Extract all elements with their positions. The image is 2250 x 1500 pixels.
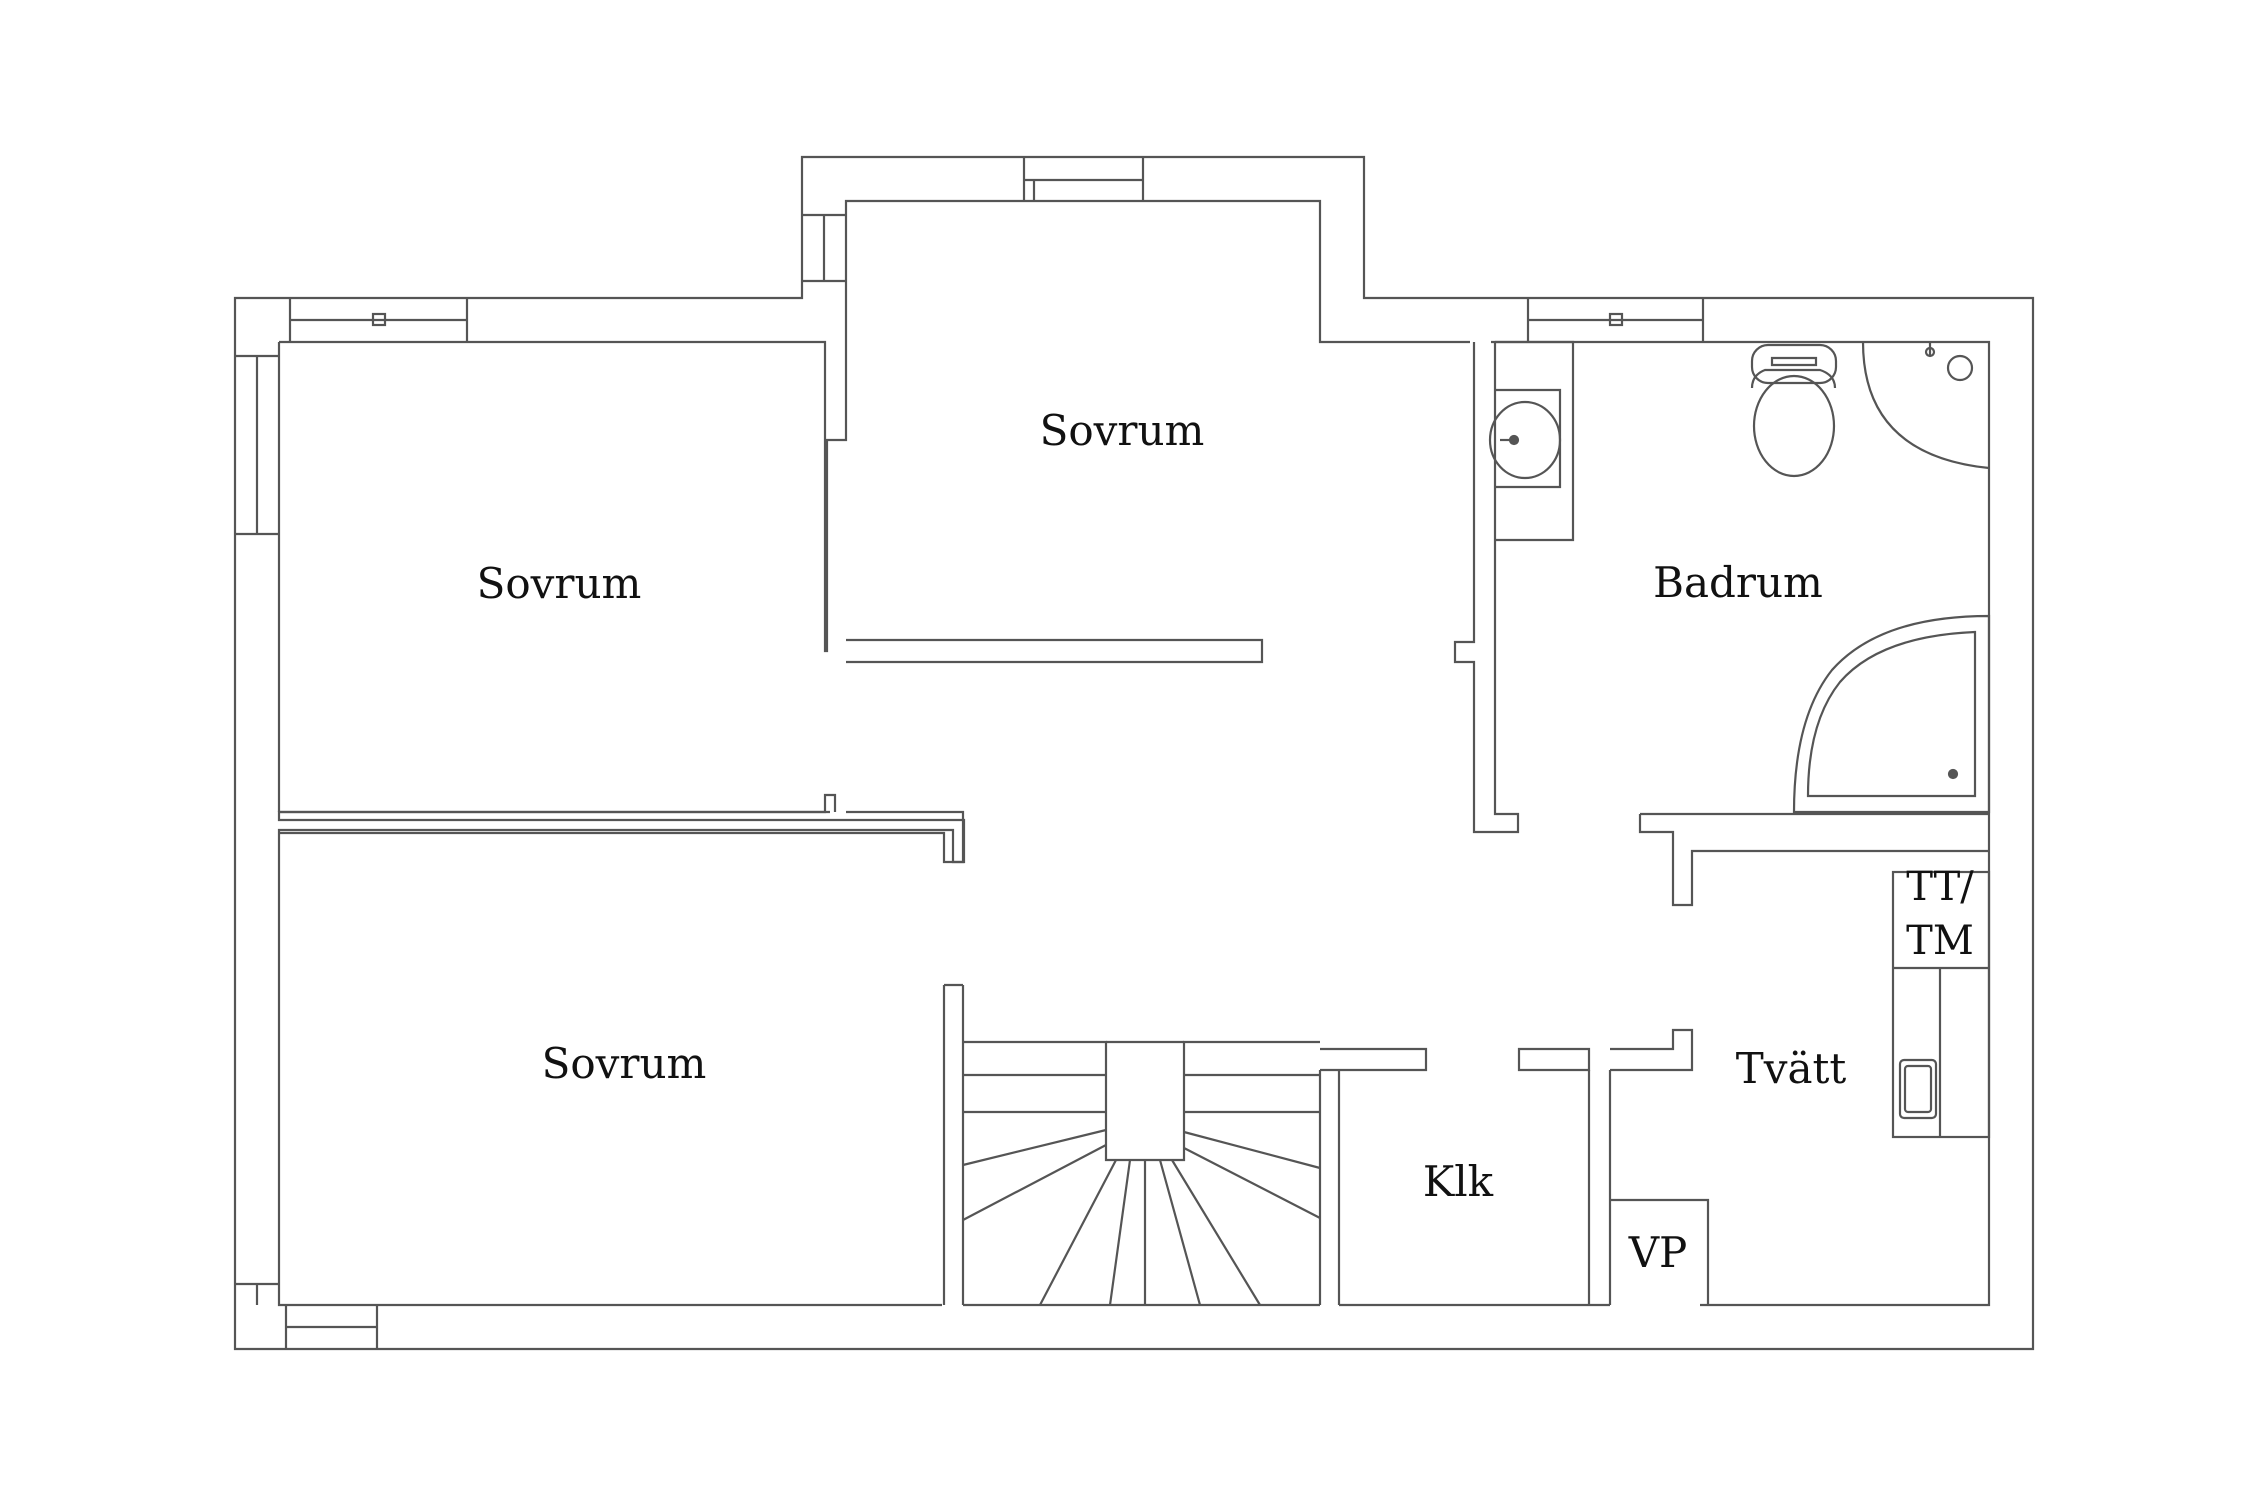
wall-center-partition [1453, 342, 1520, 834]
window-top-right [1526, 298, 1705, 342]
wall-klk-left [1318, 1068, 1341, 1305]
room-label-vp: VP [1628, 1228, 1688, 1277]
appliance-label-tm: TM [1906, 918, 1974, 964]
exterior-wall-inner-right [1491, 340, 1991, 1307]
window-bottom-left [284, 1305, 379, 1349]
staircase [962, 1040, 1321, 1306]
wall-bath-bottom [1638, 812, 1989, 907]
window-left-top [235, 354, 279, 536]
wall-vp-box [1610, 1198, 1710, 1305]
room-label-sovrum-left: Sovrum [477, 559, 642, 608]
window-top-center [1022, 157, 1145, 201]
exterior-wall-outer [233, 155, 2035, 1351]
room-label-sovrum-bottom: Sovrum [542, 1039, 707, 1088]
bathtub-icon [1792, 614, 1991, 814]
wall-stair-left [942, 983, 965, 1305]
exterior-wall-inner [279, 199, 1470, 653]
window-north-wing-left [802, 213, 846, 283]
window-left-bottom [235, 1282, 279, 1305]
room-label-badrum: Badrum [1653, 558, 1823, 607]
exterior-wall-inner-bottom [277, 793, 1610, 1307]
toilet-icon [1750, 343, 1838, 478]
room-label-tvatt: Tvätt [1736, 1044, 1847, 1093]
window-top-left [288, 298, 469, 342]
laundry-appliances [1891, 870, 1991, 1139]
wall-corridor-left-top [279, 810, 965, 864]
room-label-sovrum-top: Sovrum [1040, 406, 1205, 455]
room-label-klk: Klk [1423, 1157, 1494, 1206]
wall-bed-top-bottom [846, 638, 1264, 664]
appliance-label-tt: TT/ [1906, 864, 1974, 910]
shower-icon [1861, 341, 1990, 470]
wall-klk-right [1587, 1070, 1612, 1305]
wall-tvatt-top [1517, 1028, 1694, 1072]
sink-icon [1488, 400, 1562, 480]
wall-klk-top [1320, 1047, 1428, 1072]
